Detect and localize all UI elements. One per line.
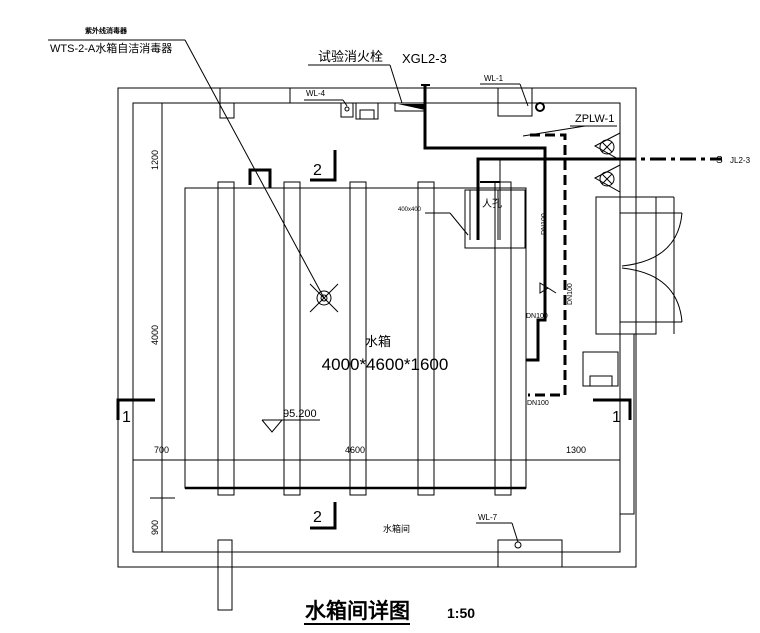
section-1-left: 1 (122, 409, 131, 426)
supply-pipes: S JL2-3 ZPLW-1 (421, 84, 751, 397)
dim-4600: 4600 (345, 445, 365, 455)
drain-pipe-dashed (528, 133, 567, 397)
riser-label: XGL2-3 (402, 51, 447, 66)
dn-label: DN100 (567, 283, 574, 305)
water-tank: 水箱 4000*4600*1600 (184, 181, 527, 496)
dn-label: DN100 (541, 213, 548, 235)
disinfector: 紫外线消毒器 WTS-2-A水箱自洁消毒器 (48, 26, 339, 313)
device-note-small: 紫外线消毒器 (85, 26, 128, 35)
section-2-bottom: 2 (313, 509, 322, 526)
section-marks: 1 1 2 2 (116, 150, 632, 530)
section-1-right: 1 (612, 409, 621, 426)
jl-label: JL2-3 (730, 156, 751, 165)
room-name: 水箱间 (383, 523, 410, 534)
dn-label: DN100 (526, 313, 548, 320)
elevation-mark: 95.200 (261, 408, 320, 433)
dim-700: 700 (154, 445, 169, 455)
wl4-label: WL-4 (306, 89, 326, 98)
tank-name: 水箱 (365, 334, 391, 349)
title-scale: 1:50 (447, 605, 475, 621)
manhole-label: 人孔 (482, 198, 502, 210)
manhole-size: 400x400 (398, 207, 422, 213)
supply-end-mark: S (716, 155, 723, 166)
elevation-value: 95.200 (283, 408, 317, 420)
dimensions: 700 4600 1300 1200 4000 900 (133, 103, 620, 552)
zplw-label: ZPLW-1 (575, 113, 614, 125)
tank-size: 4000*4600*1600 (322, 355, 449, 374)
dim-1300: 1300 (566, 445, 586, 455)
overflow-pipe (248, 168, 272, 188)
device-note: WTS-2-A水箱自洁消毒器 (50, 41, 172, 55)
dim-1200: 1200 (150, 150, 160, 170)
wl7-fixture: WL-7 (476, 513, 522, 549)
manhole: 人孔 400x400 DN100 DN100 DN100 DN100 (398, 189, 574, 407)
dn-label: DN100 (527, 400, 549, 407)
section-2-top: 2 (313, 162, 322, 179)
drawing-title: 水箱间详图 1:50 (304, 599, 475, 625)
title-text: 水箱间详图 (305, 599, 410, 623)
top-fixtures: WL-4 试验消火栓 XGL2-3 WL-1 (304, 49, 545, 120)
dim-4000: 4000 (150, 325, 160, 345)
dim-900: 900 (150, 520, 160, 535)
wl7-label: WL-7 (478, 513, 498, 522)
test-hydrant-label: 试验消火栓 (318, 49, 383, 64)
wl1-label: WL-1 (484, 74, 504, 83)
door (582, 196, 683, 515)
